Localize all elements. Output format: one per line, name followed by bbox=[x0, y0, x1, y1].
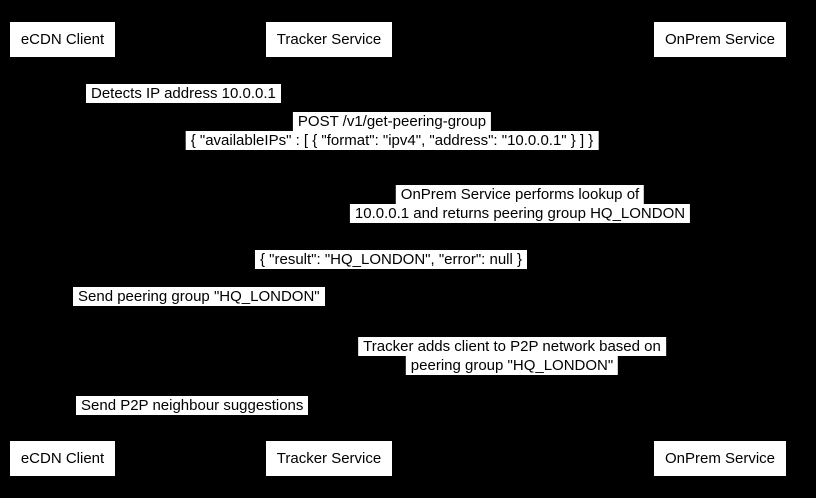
message-send-p2p-suggestions: Send P2P neighbour suggestions bbox=[76, 396, 309, 415]
actor-box-ecdn-client-bottom: eCDN Client bbox=[10, 441, 115, 476]
note-tracker-adds-client-line2: peering group "HQ_LONDON" bbox=[405, 356, 619, 375]
note-onprem-lookup-line1: OnPrem Service performs lookup of bbox=[395, 185, 645, 204]
actor-box-ecdn-client-top: eCDN Client bbox=[10, 22, 115, 57]
message-post-peering-group-line1: POST /v1/get-peering-group bbox=[292, 112, 492, 131]
actor-box-tracker-service-bottom: Tracker Service bbox=[266, 441, 392, 476]
message-detects-ip: Detects IP address 10.0.0.1 bbox=[86, 84, 281, 103]
note-tracker-adds-client-line1: Tracker adds client to P2P network based… bbox=[358, 337, 666, 356]
actor-box-onprem-service-bottom: OnPrem Service bbox=[654, 441, 786, 476]
message-result-peering-group: { "result": "HQ_LONDON", "error": null } bbox=[254, 250, 528, 269]
note-onprem-lookup-line2: 10.0.0.1 and returns peering group HQ_LO… bbox=[349, 204, 691, 223]
actor-box-tracker-service-top: Tracker Service bbox=[266, 22, 392, 57]
actor-box-onprem-service-top: OnPrem Service bbox=[654, 22, 786, 57]
message-post-peering-group-line2: { "availableIPs" : [ { "format": "ipv4",… bbox=[185, 131, 599, 150]
message-send-peering-group: Send peering group "HQ_LONDON" bbox=[73, 287, 325, 306]
